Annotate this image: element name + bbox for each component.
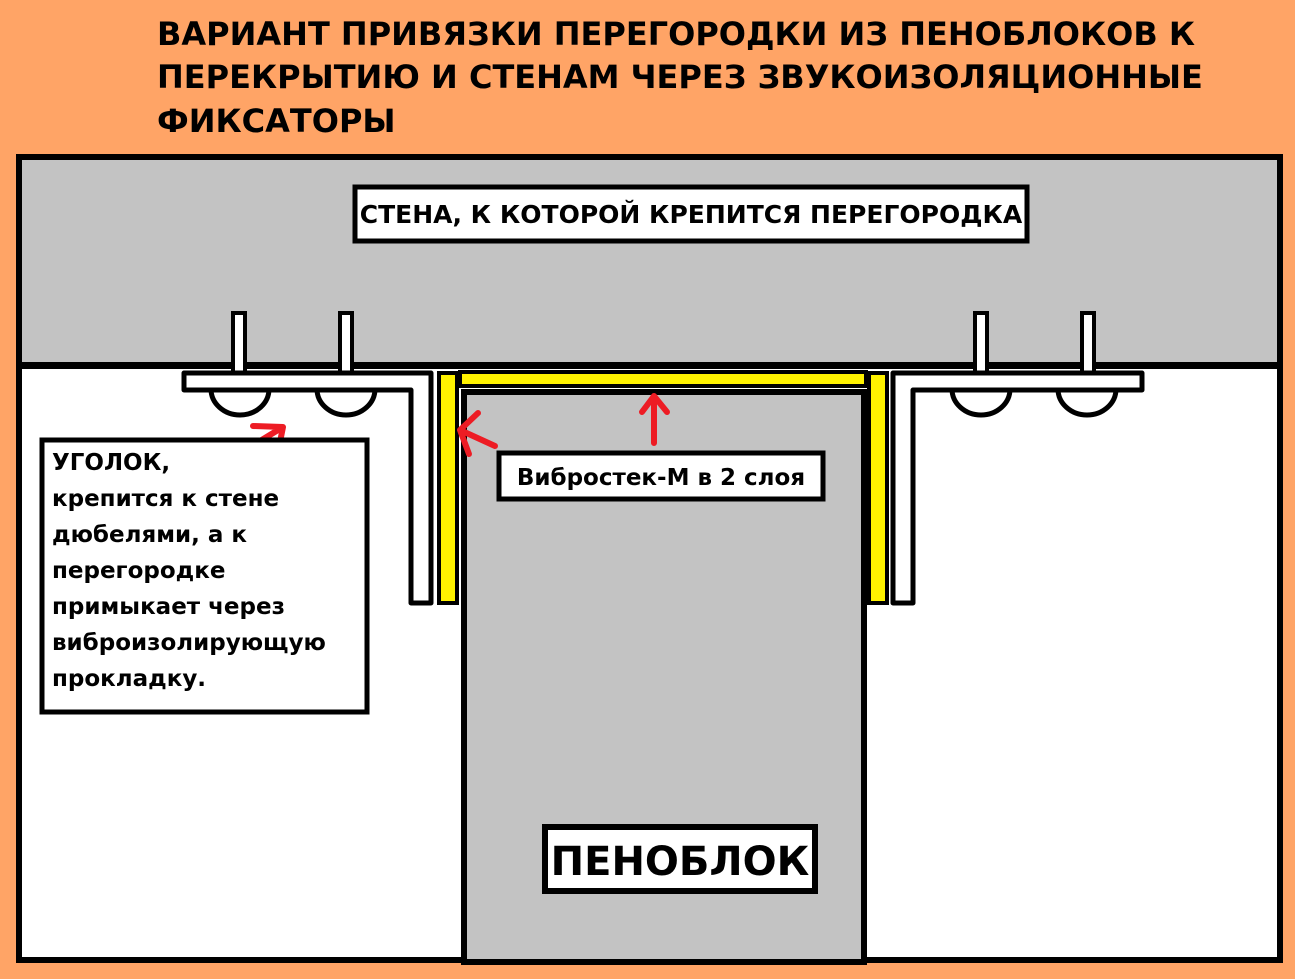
callout-line: виброизолирующую	[52, 630, 326, 656]
dowel-head	[1055, 388, 1119, 418]
title-line-3: ФИКСАТОРЫ	[157, 102, 396, 140]
angle-right	[890, 370, 1145, 606]
angle-left	[181, 370, 434, 606]
callout-line: дюбелями, а к	[52, 522, 247, 548]
gasket-left	[437, 371, 459, 605]
vibrostek-label-box	[496, 450, 826, 502]
dowels	[231, 311, 1096, 375]
dowel	[973, 311, 989, 375]
penoblock-label: ПЕНОБЛОК	[551, 839, 810, 885]
gasket-right	[867, 371, 889, 605]
callout-line: перегородке	[52, 558, 225, 584]
dowel-heads	[208, 388, 1119, 418]
wall-surface-line	[19, 362, 1280, 369]
dowel	[1080, 311, 1096, 375]
angle-callout: УГОЛОК, крепится к стене дюбелями, а к п…	[52, 450, 326, 692]
callout-line: прокладку.	[52, 666, 206, 692]
callout-line: крепится к стене	[52, 486, 279, 512]
dowel-head	[949, 388, 1013, 418]
arrow-to-side-gasket	[457, 410, 498, 457]
wall-label-box	[352, 184, 1030, 244]
dowel	[231, 311, 247, 375]
title-line-2: ПЕРЕКРЫТИЮ И СТЕНАМ ЧЕРЕЗ ЗВУКОИЗОЛЯЦИОН…	[157, 58, 1203, 96]
dowel	[338, 311, 354, 375]
dowel-head	[208, 388, 272, 418]
angle-callout-box	[39, 437, 370, 715]
dowel-head	[314, 388, 378, 418]
vibrostek-label: Вибростек-М в 2 слоя	[517, 465, 805, 491]
arrow-to-top-gasket	[639, 393, 670, 446]
callout-line: УГОЛОК,	[52, 450, 170, 476]
wall-label: СТЕНА, К КОТОРОЙ КРЕПИТСЯ ПЕРЕГОРОДКА	[360, 200, 1023, 229]
penoblock-label-box	[542, 824, 818, 894]
callout-line: примыкает через	[52, 594, 285, 620]
gasket-top	[458, 370, 868, 388]
title-line-1: ВАРИАНТ ПРИВЯЗКИ ПЕРЕГОРОДКИ ИЗ ПЕНОБЛОК…	[157, 15, 1195, 53]
